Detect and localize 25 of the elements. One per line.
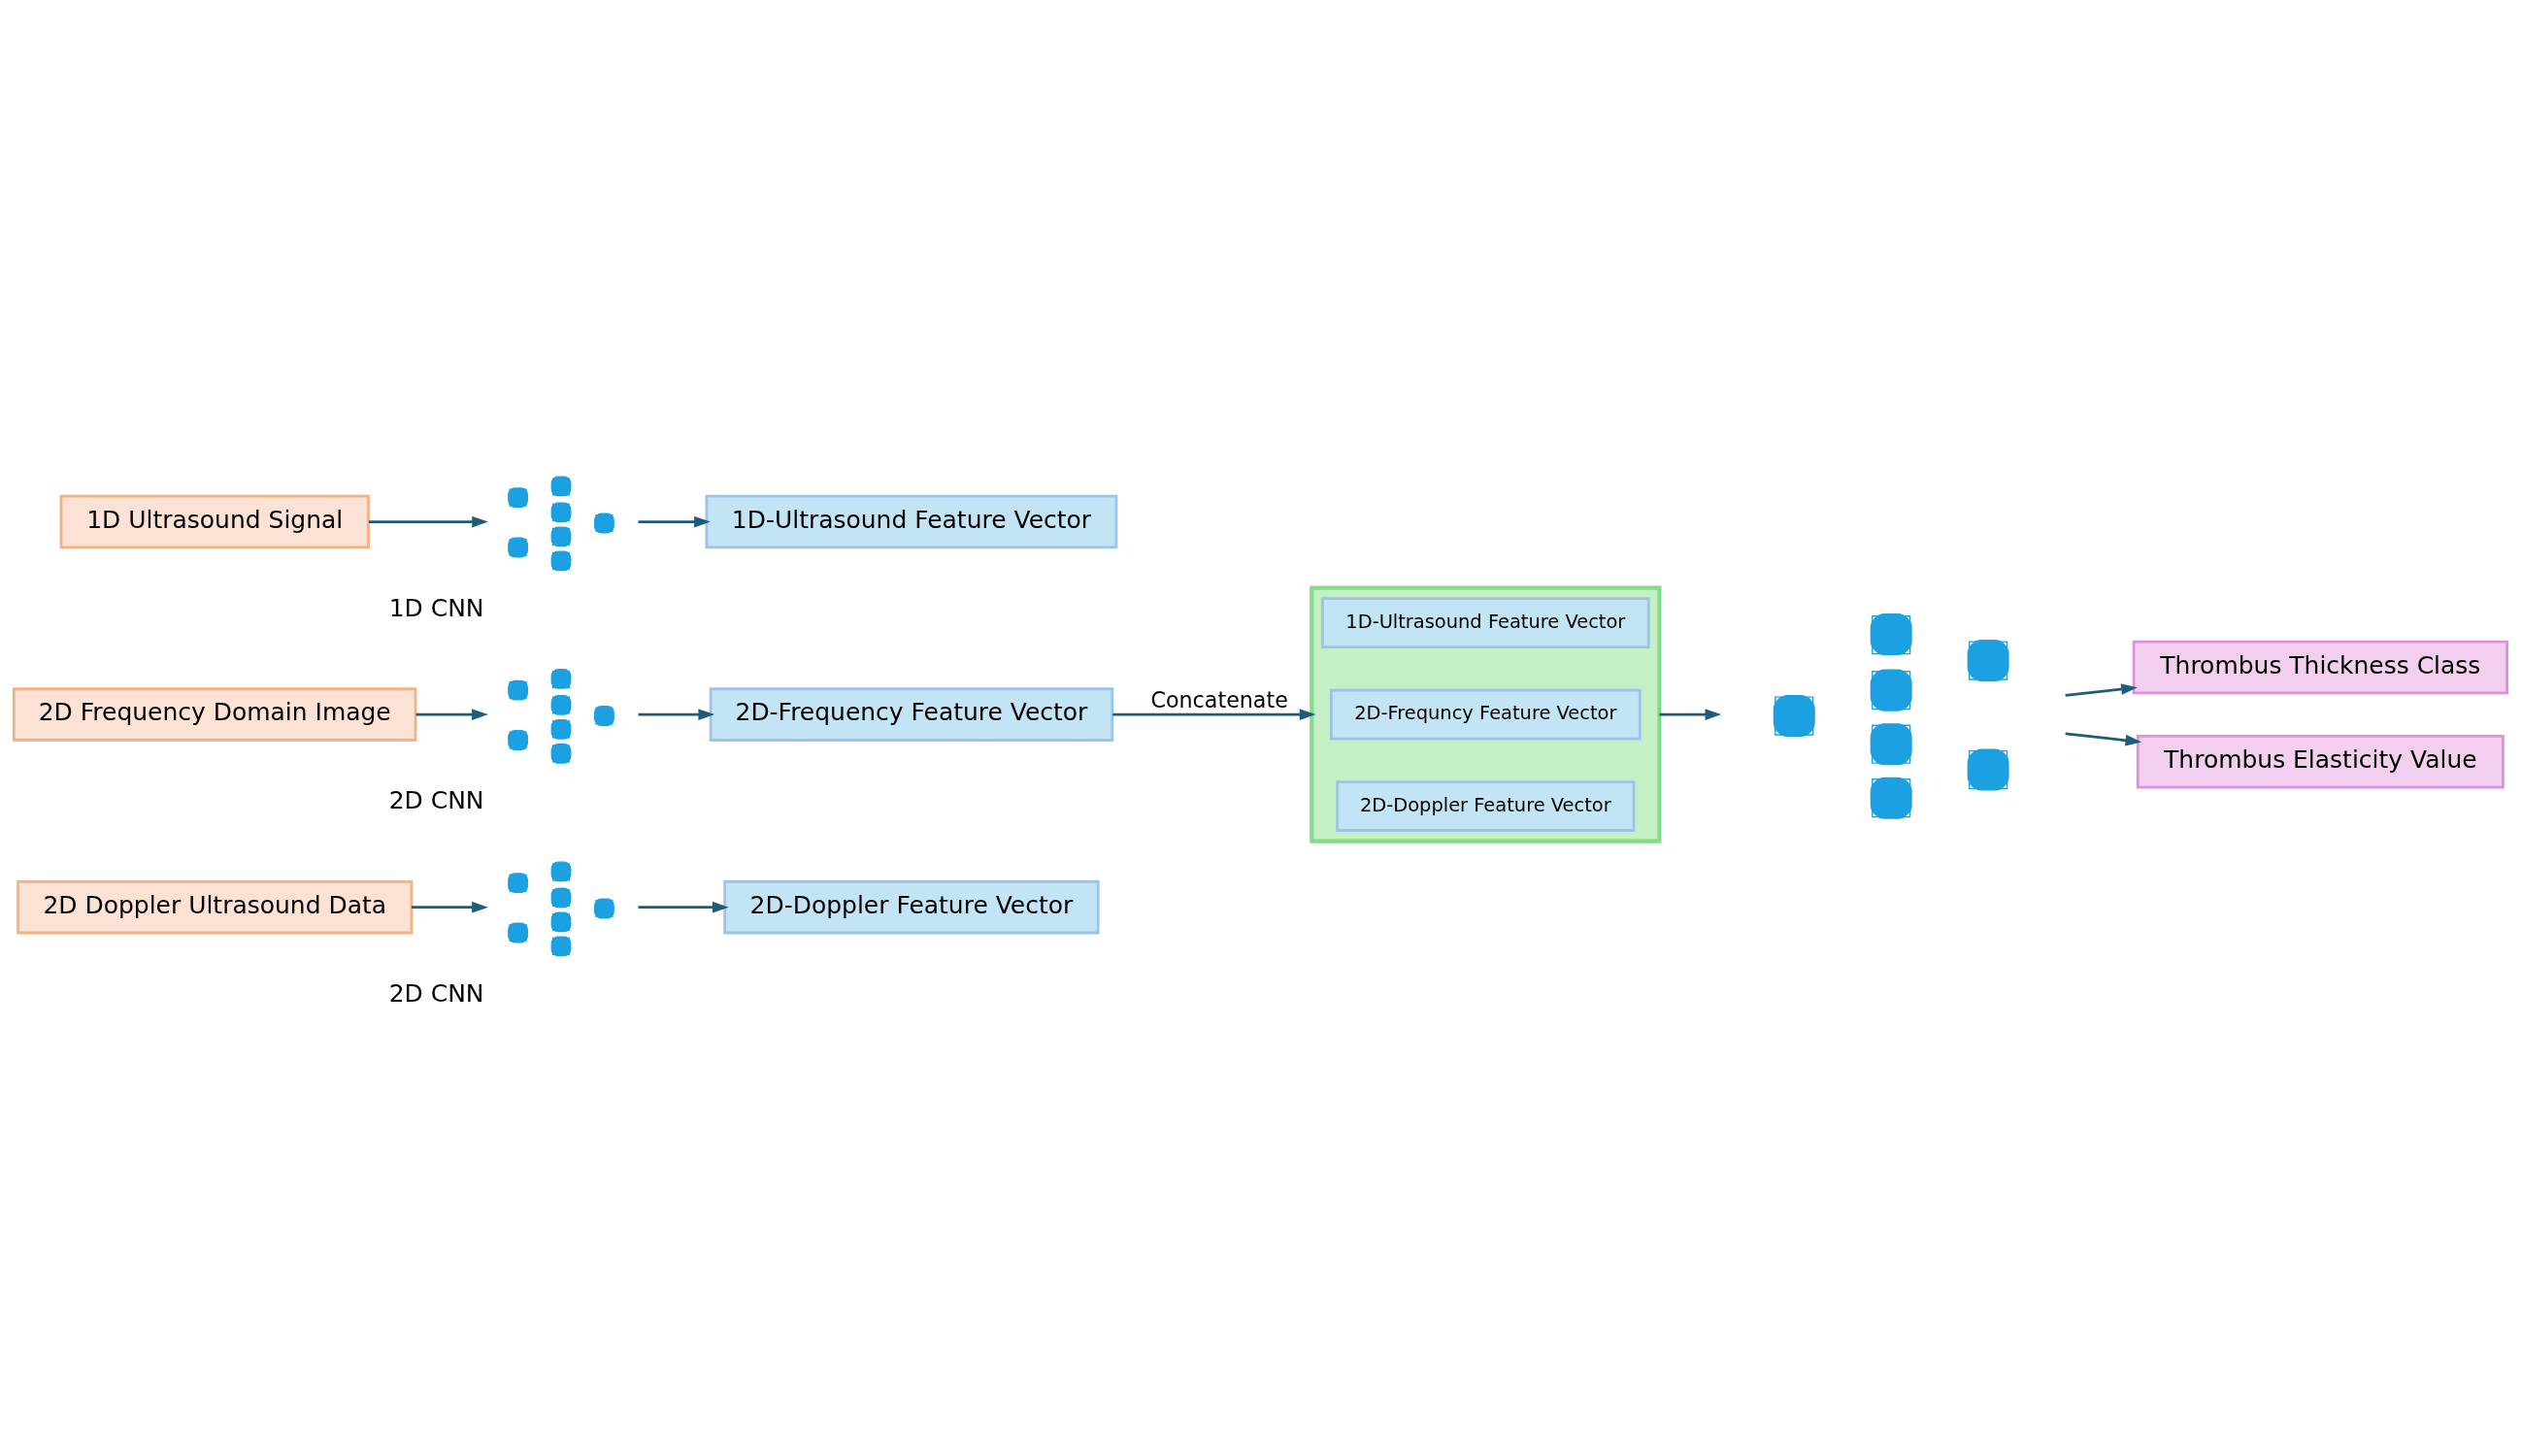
node-box: 2D-Frequncy Feature Vector xyxy=(1330,688,1642,741)
arrow xyxy=(368,515,488,528)
node-box: Thrombus Thickness Class xyxy=(2132,640,2508,695)
arrow xyxy=(415,709,488,720)
arrow xyxy=(2065,683,2138,697)
arrow xyxy=(638,901,729,913)
node-label: 2D CNN xyxy=(388,786,484,815)
node-box: Thrombus Elasticity Value xyxy=(2136,734,2504,789)
node-box: 2D-Doppler Feature Vector xyxy=(723,879,1100,935)
node-box: 2D Doppler Ultrasound Data xyxy=(17,879,414,935)
node-box: 1D-Ultrasound Feature Vector xyxy=(705,494,1118,549)
node-box: 2D-Doppler Feature Vector xyxy=(1336,780,1636,832)
arrow xyxy=(638,709,715,720)
node-label: 2D CNN xyxy=(388,978,484,1008)
node-box: 2D Frequency Domain Image xyxy=(13,687,417,742)
node-box: 2D-Frequency Feature Vector xyxy=(709,687,1114,742)
arrow xyxy=(638,515,711,528)
arrow xyxy=(2065,732,2142,746)
node-box: 1D Ultrasound Signal xyxy=(59,494,370,549)
node-box: 1D-Ultrasound Feature Vector xyxy=(1320,597,1650,649)
arrow xyxy=(1659,709,1722,720)
arrow xyxy=(1112,709,1316,720)
node-label: 1D CNN xyxy=(388,593,484,622)
arrow xyxy=(411,901,488,913)
edge-label: Concatenate xyxy=(1150,686,1288,712)
